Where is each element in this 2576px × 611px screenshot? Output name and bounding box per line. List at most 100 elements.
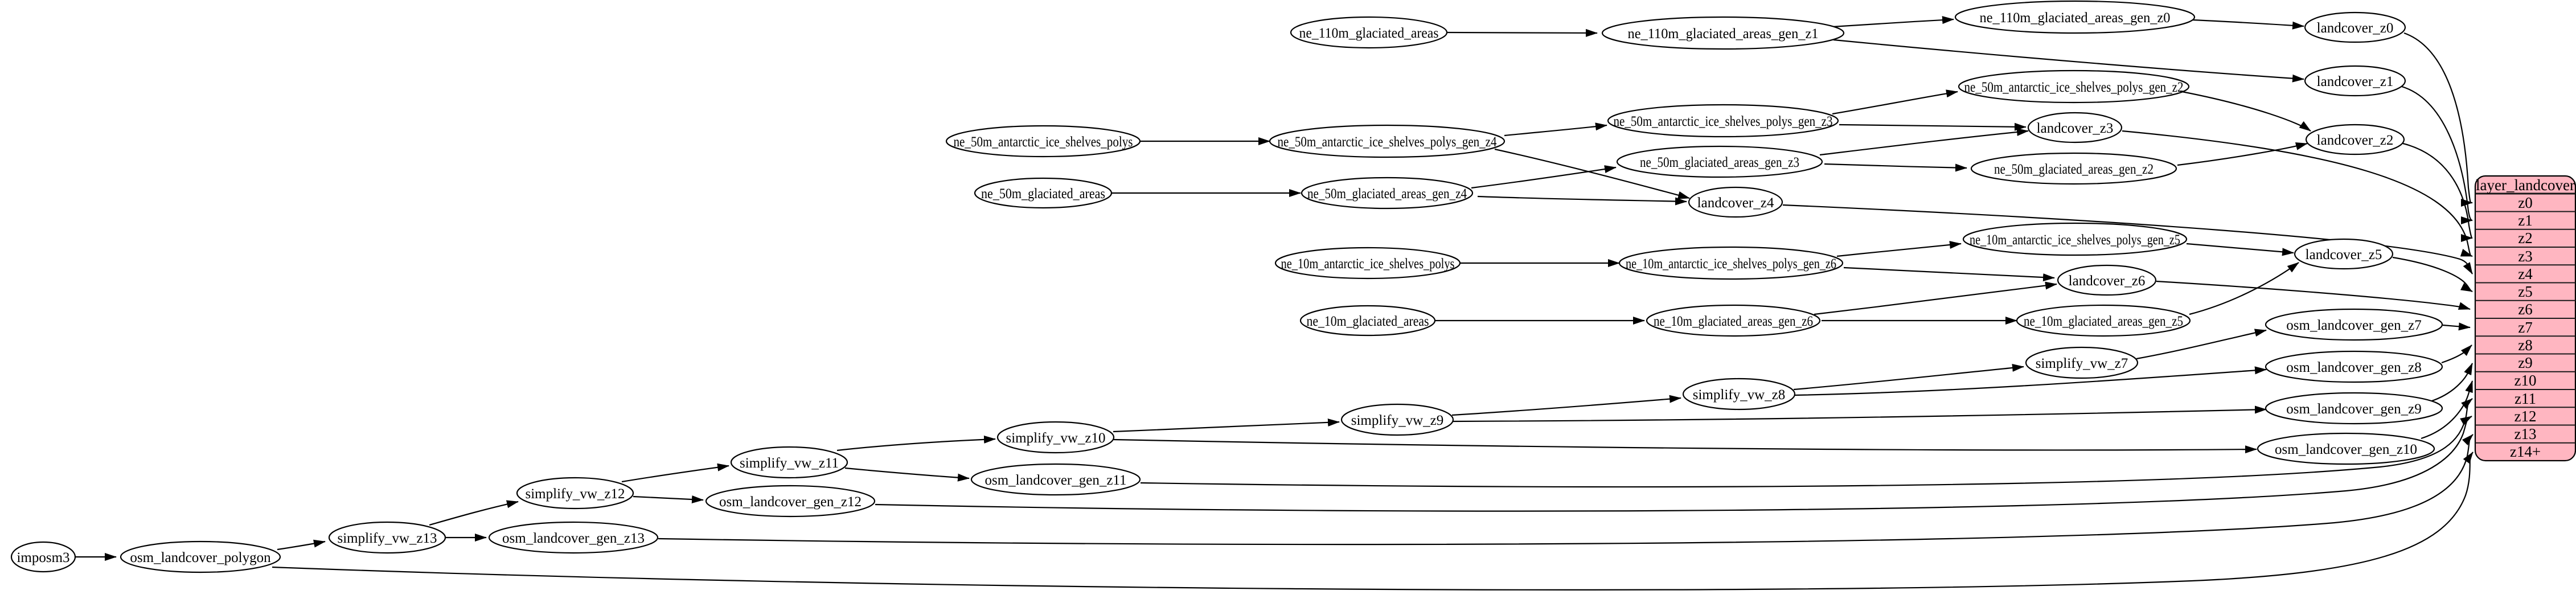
edge-g10_gen_z6-landcover_z6 bbox=[1814, 281, 2057, 315]
edge-osm_landcover_gen_z13-z13 bbox=[658, 434, 2474, 546]
node-osm_landcover_gen_z8-label: osm_landcover_gen_z8 bbox=[2286, 360, 2421, 375]
edge-polys_gen_z3-polys_gen_z2 bbox=[1832, 89, 1958, 115]
edge-gl_gen_z2-landcover_z2 bbox=[2177, 142, 2308, 166]
node-osm_landcover_gen_z12-label: osm_landcover_gen_z12 bbox=[719, 494, 862, 510]
edge-osm_landcover_gen_z12-z12 bbox=[875, 416, 2472, 512]
edge-osm_landcover_gen_z10-z10 bbox=[2421, 380, 2474, 440]
node-ne_10m_glaciated_areas_gen_z5: ne_10m_glaciated_areas_gen_z5 bbox=[2016, 304, 2191, 337]
node-ne_50m_antarctic_ice_shelves_polys_gen_z3: ne_50m_antarctic_ice_shelves_polys_gen_z… bbox=[1607, 104, 1839, 138]
node-ne_110m_glaciated_areas_gen_z1: ne_110m_glaciated_areas_gen_z1 bbox=[1601, 16, 1845, 50]
edge-simplify_vw_z11-simplify_vw_z10 bbox=[836, 435, 996, 452]
edge-osm_landcover_polygon-z14 bbox=[272, 452, 2474, 591]
edge-gen_z0-landcover_z0 bbox=[2192, 19, 2304, 30]
node-osm_landcover_polygon-label: osm_landcover_polygon bbox=[130, 550, 271, 565]
node-ne_10m_antarctic_ice_shelves_polys-label: ne_10m_antarctic_ice_shelves_polys bbox=[1281, 256, 1455, 272]
edge-osm_landcover_gen_z8-z8 bbox=[2441, 345, 2472, 364]
node-ne_50m_glaciated_areas_gen_z3: ne_50m_glaciated_areas_gen_z3 bbox=[1616, 145, 1823, 178]
node-osm_landcover_gen_z11-label: osm_landcover_gen_z11 bbox=[985, 473, 1127, 488]
node-simplify_vw_z12-label: simplify_vw_z12 bbox=[526, 486, 625, 502]
node-ne_10m_antarctic_ice_shelves_polys_gen_z6-label: ne_10m_antarctic_ice_shelves_polys_gen_z… bbox=[1626, 256, 1836, 272]
edge-landcover_z2-z2 bbox=[2402, 142, 2473, 242]
node-osm_landcover_gen_z7-label: osm_landcover_gen_z7 bbox=[2286, 318, 2421, 333]
edge-osm_landcover_gen_z7-z7 bbox=[2442, 322, 2471, 331]
node-ne_50m_glaciated_areas_gen_z4: ne_50m_glaciated_areas_gen_z4 bbox=[1301, 177, 1474, 210]
edge-simplify_vw_z11-osm_landcover_gen_z11 bbox=[844, 467, 970, 482]
edge-simplify_vw_z10-simplify_vw_z9 bbox=[1113, 418, 1340, 433]
node-ne_10m_antarctic_ice_shelves_polys: ne_10m_antarctic_ice_shelves_polys bbox=[1274, 247, 1461, 280]
node-simplify_vw_z8-label: simplify_vw_z8 bbox=[1693, 387, 1786, 403]
table-row-z5: z5 bbox=[2518, 283, 2532, 300]
node-landcover_z3: landcover_z3 bbox=[2027, 112, 2123, 143]
edge-simplify_vw_z13-simplify_vw_z12 bbox=[429, 500, 519, 526]
edge-landcover_z6-z6 bbox=[2156, 280, 2471, 310]
edge-simplify_vw_z12-osm_landcover_gen_z12 bbox=[633, 495, 704, 504]
table-row-z7: z7 bbox=[2518, 319, 2532, 336]
table-row-z2: z2 bbox=[2518, 229, 2532, 247]
table-row-z6: z6 bbox=[2518, 301, 2532, 318]
node-simplify_vw_z10: simplify_vw_z10 bbox=[996, 421, 1115, 454]
node-imposm3-label: imposm3 bbox=[17, 550, 69, 565]
node-ne_50m_antarctic_ice_shelves_polys_gen_z4: ne_50m_antarctic_ice_shelves_polys_gen_z… bbox=[1269, 124, 1506, 158]
node-osm_landcover_gen_z9-label: osm_landcover_gen_z9 bbox=[2286, 401, 2421, 417]
node-ne_50m_glaciated_areas_gen_z3-label: ne_50m_glaciated_areas_gen_z3 bbox=[1640, 155, 1799, 170]
table-row-z12: z12 bbox=[2515, 408, 2537, 425]
node-landcover_z4-label: landcover_z4 bbox=[1697, 195, 1774, 211]
node-landcover_z3-label: landcover_z3 bbox=[2037, 121, 2114, 136]
node-ne_50m_antarctic_ice_shelves_polys_gen_z3-label: ne_50m_antarctic_ice_shelves_polys_gen_z… bbox=[1614, 114, 1833, 129]
edge-gl_gen_z3-landcover_z3 bbox=[1819, 128, 2029, 156]
node-ne_110m_glaciated_areas: ne_110m_glaciated_areas bbox=[1290, 16, 1448, 49]
node-osm_landcover_gen_z9: osm_landcover_gen_z9 bbox=[2265, 392, 2443, 425]
node-ne_50m_glaciated_areas_gen_z2-label: ne_50m_glaciated_areas_gen_z2 bbox=[1994, 162, 2153, 177]
node-osm_landcover_gen_z13: osm_landcover_gen_z13 bbox=[488, 521, 659, 554]
node-landcover_z0-label: landcover_z0 bbox=[2317, 20, 2394, 36]
node-ne_10m_glaciated_areas_gen_z6-label: ne_10m_glaciated_areas_gen_z6 bbox=[1654, 314, 1813, 329]
node-ne_50m_glaciated_areas_gen_z2: ne_50m_glaciated_areas_gen_z2 bbox=[1970, 152, 2177, 185]
edge-simplify_vw_z9-osm_landcover_gen_z9 bbox=[1453, 405, 2267, 423]
node-simplify_vw_z9: simplify_vw_z9 bbox=[1340, 403, 1454, 436]
edge-p10_gen_z6-landcover_z6 bbox=[1843, 266, 2055, 282]
edge-osm_landcover_gen_z9-z9 bbox=[2430, 363, 2474, 403]
node-ne_110m_glaciated_areas_gen_z0: ne_110m_glaciated_areas_gen_z0 bbox=[1954, 0, 2196, 34]
node-ne_10m_glaciated_areas-label: ne_10m_glaciated_areas bbox=[1307, 314, 1429, 329]
edge-polys_gen_z4-polys_gen_z3 bbox=[1504, 122, 1607, 137]
node-simplify_vw_z11: simplify_vw_z11 bbox=[730, 446, 848, 479]
layer-landcover-table: layer_landcover z0 z1 z2 z3 z4 z5 z6 z7 … bbox=[2474, 175, 2576, 462]
edge-simplify_vw_z10-osm_landcover_gen_z10 bbox=[1113, 438, 2257, 454]
edge-simplify_vw_z8-simplify_vw_z7 bbox=[1793, 363, 2024, 391]
edge-simplify_vw_z7-osm_landcover_gen_z7 bbox=[2136, 329, 2267, 360]
edge-g10_gen_z5-landcover_z5 bbox=[2189, 262, 2299, 315]
edge-gen_z1-gen_z0 bbox=[1832, 16, 1954, 28]
edge-p10_gen_z5-landcover_z5 bbox=[2186, 243, 2294, 256]
node-osm_landcover_gen_z10: osm_landcover_gen_z10 bbox=[2257, 432, 2435, 465]
node-osm_landcover_gen_z8: osm_landcover_gen_z8 bbox=[2265, 350, 2443, 383]
node-landcover_z5-label: landcover_z5 bbox=[2306, 247, 2382, 263]
node-osm_landcover_gen_z11: osm_landcover_gen_z11 bbox=[970, 463, 1141, 496]
table-row-z4: z4 bbox=[2518, 265, 2533, 282]
table-title: layer_landcover bbox=[2476, 177, 2575, 194]
node-osm_landcover_gen_z12: osm_landcover_gen_z12 bbox=[705, 485, 876, 518]
table-row-z8: z8 bbox=[2518, 337, 2532, 354]
table-row-z10: z10 bbox=[2515, 372, 2537, 389]
node-landcover_z6-label: landcover_z6 bbox=[2069, 273, 2146, 289]
node-simplify_vw_z12: simplify_vw_z12 bbox=[516, 477, 634, 510]
edge-gl_gen_z3-gl_gen_z2 bbox=[1824, 163, 1967, 172]
node-simplify_vw_z9-label: simplify_vw_z9 bbox=[1351, 413, 1444, 428]
node-simplify_vw_z13-label: simplify_vw_z13 bbox=[338, 531, 437, 546]
node-ne_10m_antarctic_ice_shelves_polys_gen_z5-label: ne_10m_antarctic_ice_shelves_polys_gen_z… bbox=[1970, 232, 2180, 248]
table-row-z9: z9 bbox=[2518, 354, 2532, 371]
node-ne_50m_glaciated_areas_gen_z4-label: ne_50m_glaciated_areas_gen_z4 bbox=[1307, 186, 1467, 202]
node-simplify_vw_z7: simplify_vw_z7 bbox=[2025, 346, 2139, 379]
node-ne_50m_antarctic_ice_shelves_polys_gen_z2-label: ne_50m_antarctic_ice_shelves_polys_gen_z… bbox=[1964, 80, 2184, 95]
table-row-z1: z1 bbox=[2518, 212, 2532, 229]
node-osm_landcover_gen_z7: osm_landcover_gen_z7 bbox=[2265, 308, 2443, 341]
edge-landcover_z0-z0 bbox=[2403, 32, 2473, 207]
edge-simplify_vw_z12-simplify_vw_z11 bbox=[621, 463, 729, 483]
edge-polys_gen_z4-landcover_z4 bbox=[1494, 148, 1690, 199]
node-landcover_z6: landcover_z6 bbox=[2057, 264, 2157, 296]
node-ne_50m_glaciated_areas-label: ne_50m_glaciated_areas bbox=[981, 186, 1105, 202]
node-ne_110m_glaciated_areas_gen_z0-label: ne_110m_glaciated_areas_gen_z0 bbox=[1980, 10, 2171, 26]
table-row-z11: z11 bbox=[2515, 390, 2536, 407]
node-ne_110m_glaciated_areas_gen_z1-label: ne_110m_glaciated_areas_gen_z1 bbox=[1628, 26, 1819, 42]
table-row-z14plus: z14+ bbox=[2510, 443, 2541, 460]
